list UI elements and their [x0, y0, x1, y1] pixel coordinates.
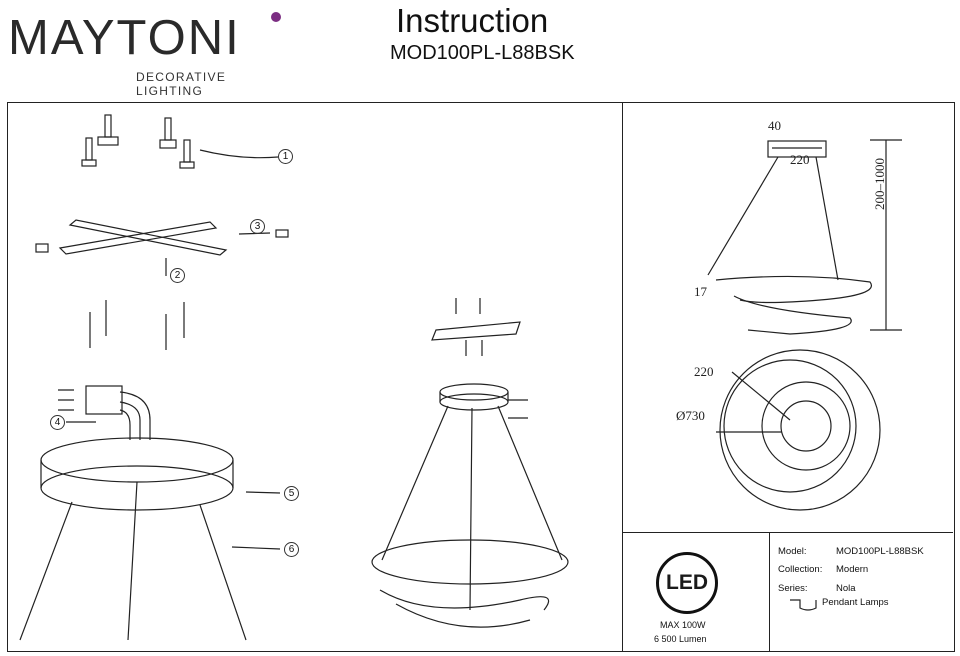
dim-drop-height: 200–1000: [872, 158, 887, 210]
part-4-label: 4: [50, 415, 65, 430]
wall-anchors-icon: [81, 114, 195, 169]
led-badge: LED: [656, 552, 718, 614]
frame-divider-info: [769, 533, 770, 651]
brand-dot: [271, 12, 281, 22]
collection-value: Modern: [836, 564, 869, 575]
dim-ring-offset: 17: [694, 284, 707, 299]
power-rating: MAX 100W: [660, 620, 706, 630]
lamp-type: Pendant Lamps: [822, 597, 889, 608]
part-1-label: 1: [278, 149, 293, 164]
brand-logo: MAYTONI DECORATIVE LIGHTING: [8, 6, 288, 98]
screws-icon: [89, 300, 185, 350]
part-5-label: 5: [284, 486, 299, 501]
series-label: Series:: [778, 583, 808, 594]
brand-name: MAYTONI: [8, 11, 241, 65]
model-value: MOD100PL-L88BSK: [836, 546, 924, 557]
collection-label: Collection:: [778, 564, 823, 575]
plan-view-icon: [716, 349, 881, 511]
series-value: Nola: [836, 583, 856, 594]
frame-divider-horizontal: [622, 532, 953, 533]
part-6-label: 6: [284, 542, 299, 557]
canopy-icon: [40, 437, 234, 511]
mounting-bracket-icon: [35, 219, 289, 256]
side-elevation-icon: [707, 139, 902, 335]
lumen-rating: 6 500 Lumen: [654, 634, 707, 644]
dim-canopy-height: 40: [768, 118, 781, 133]
brand-tagline: DECORATIVE LIGHTING: [136, 70, 227, 98]
page-title: Instruction: [396, 2, 549, 39]
drawing-frame: [7, 102, 955, 652]
model-label: Model:: [778, 546, 807, 557]
part-2-label: 2: [170, 268, 185, 283]
dim-canopy-width: 220: [790, 152, 810, 167]
dim-top-diameter: 220: [694, 364, 714, 379]
terminal-block-icon: [58, 385, 151, 440]
frame-divider-vertical: [622, 102, 623, 651]
dim-outer-diameter: Ø730: [676, 408, 705, 423]
pendant-assembly-icon: [371, 298, 569, 628]
part-3-label: 3: [250, 219, 265, 234]
model-number-header: MOD100PL-L88BSK: [390, 42, 575, 64]
